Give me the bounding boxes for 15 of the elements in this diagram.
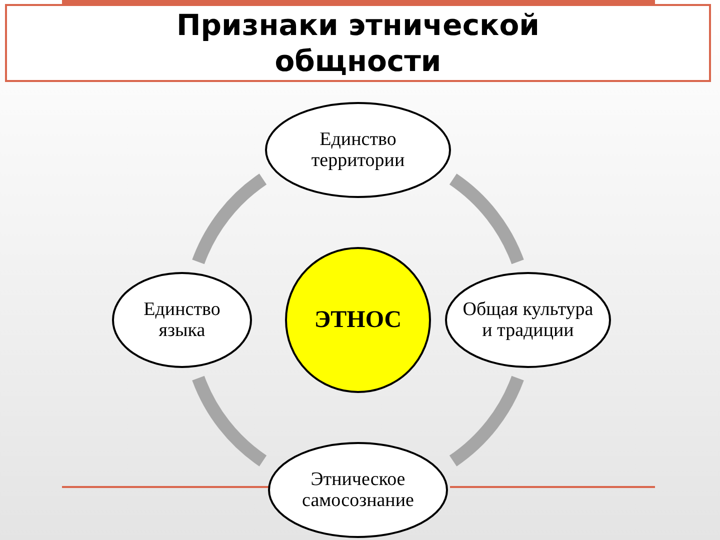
node-label: ЭТНОС <box>314 310 402 330</box>
node-label: Единство языка <box>142 299 222 341</box>
circle-node <box>285 247 431 393</box>
ellipse-node <box>112 272 252 368</box>
ring-connector <box>449 174 524 264</box>
ellipse-node <box>445 272 611 368</box>
ring-connector <box>192 174 267 264</box>
ring-connector <box>449 376 524 466</box>
ellipse-node <box>265 102 451 198</box>
ring-connector <box>192 376 267 466</box>
node-label: Единство территории <box>310 129 406 171</box>
ellipse-node <box>268 442 448 538</box>
title: Признаки этнической общности <box>5 4 711 82</box>
node-label: Общая культура и традиции <box>462 299 594 341</box>
node-label: Этническое самосознание <box>301 469 415 511</box>
